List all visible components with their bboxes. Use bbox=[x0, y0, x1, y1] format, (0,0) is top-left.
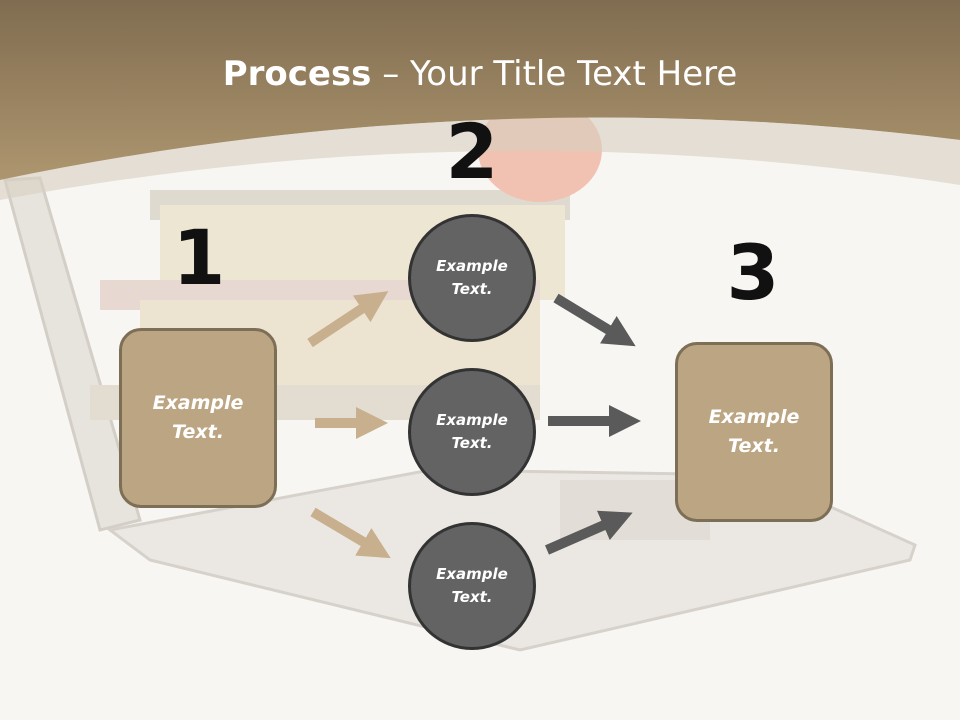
circle-top-text: Example Text. bbox=[436, 257, 508, 298]
step-number-2: 2 bbox=[445, 107, 499, 196]
slide-title: Process – Your Title Text Here bbox=[0, 52, 960, 96]
step-3-box[interactable]: Example Text. bbox=[675, 342, 833, 522]
step-number-1: 1 bbox=[172, 213, 226, 302]
arrow-box1-to-circle3 bbox=[310, 507, 391, 559]
arrow-circle3-to-box3 bbox=[544, 510, 633, 555]
step-2-circle-middle[interactable]: Example Text. bbox=[408, 368, 536, 496]
step-number-3: 3 bbox=[726, 228, 780, 317]
step-2-circle-top[interactable]: Example Text. bbox=[408, 214, 536, 342]
step-1-box-text: Example Text. bbox=[152, 392, 244, 443]
arrow-box1-to-circle1 bbox=[307, 291, 389, 348]
circle-bottom-text: Example Text. bbox=[436, 565, 508, 606]
circle-middle-text: Example Text. bbox=[436, 411, 508, 452]
step-1-box[interactable]: Example Text. bbox=[119, 328, 277, 508]
title-bold: Process bbox=[222, 54, 372, 94]
step-3-box-text: Example Text. bbox=[708, 406, 800, 457]
arrow-circle1-to-box3 bbox=[553, 293, 636, 347]
step-2-circle-bottom[interactable]: Example Text. bbox=[408, 522, 536, 650]
title-rest: – Your Title Text Here bbox=[371, 54, 738, 94]
